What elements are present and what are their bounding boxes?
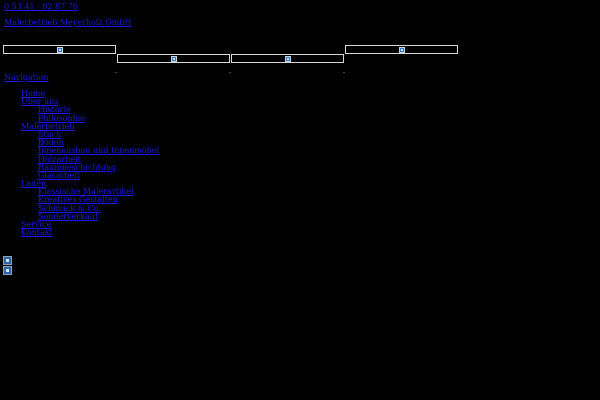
banner-frame-2 — [117, 54, 230, 63]
nav-link[interactable]: Klassische Malerartikel — [38, 187, 134, 197]
nav-item-laden: Laden — [21, 180, 159, 188]
nav-subitem-innenausbau: Innenausbau und Innenmöbel — [21, 147, 159, 155]
banner-frame-1 — [3, 45, 116, 54]
nav-link[interactable]: Schmuck & Co. — [38, 203, 101, 213]
company-link[interactable]: Malerbetrieb Meyerholz GmbH — [4, 18, 132, 27]
nav-link[interactable]: Historie — [38, 105, 71, 115]
nav-subitem-boeden: Böden — [21, 139, 159, 147]
nav-link[interactable]: Philosophie — [38, 113, 85, 123]
nav-link[interactable]: Sonderverkauf — [38, 211, 98, 221]
broken-image-icon — [171, 56, 177, 62]
nav-item-home: Home — [21, 90, 159, 98]
banner-frame-4 — [345, 45, 458, 54]
nav-link[interactable]: Service — [21, 220, 52, 229]
broken-image-icon[interactable] — [3, 256, 12, 265]
nav-item-kontakt: Kontakt — [21, 229, 159, 237]
separator-mark — [115, 72, 117, 73]
nav-item-malerbetrieb: Malerbetrieb — [21, 121, 159, 131]
nav-item-ueber-uns: Über uns — [21, 98, 159, 106]
nav-subitem-sonderverkauf: Sonderverkauf — [21, 211, 159, 221]
broken-image-icon[interactable] — [3, 266, 12, 275]
nav-link[interactable]: Laden — [21, 179, 47, 189]
separator-mark — [343, 72, 345, 73]
banner-frame-3 — [231, 54, 344, 63]
broken-image-icon — [57, 47, 63, 53]
nav-link[interactable]: Home — [21, 89, 46, 98]
nav-link[interactable]: Kreatives Gestalten — [38, 195, 118, 205]
nav-link[interactable]: Holzarbeit — [38, 154, 81, 164]
navigation-heading-link[interactable]: Navigation — [4, 73, 49, 82]
separator-mark — [229, 72, 231, 73]
nav-item-service: Service — [21, 221, 159, 229]
nav-link[interactable]: Böden — [38, 138, 64, 148]
broken-image-icon — [285, 56, 291, 62]
nav-link[interactable]: Glasarbeit — [38, 170, 81, 180]
nav-subitem-glasarbeit: Glasarbeit — [21, 170, 159, 180]
nav-link[interactable]: Malerbetrieb — [21, 121, 75, 131]
nav-link[interactable]: Stuck — [38, 129, 62, 139]
nav-link[interactable]: Kontakt — [21, 228, 53, 238]
broken-image-icon — [399, 47, 405, 53]
nav-subitem-raumbeschichtung: Raumbeschichtung — [21, 162, 159, 172]
nav-link[interactable]: Innenausbau und Innenmöbel — [38, 146, 160, 156]
nav-subitem-schmuck: Schmuck & Co. — [21, 203, 159, 213]
phone-link[interactable]: 0 53 41 - 82 87 76 — [4, 2, 78, 11]
nav-subitem-historie: Historie — [21, 106, 159, 114]
nav-subitem-holzarbeit: Holzarbeit — [21, 154, 159, 164]
nav-link[interactable]: Raumbeschichtung — [38, 162, 117, 172]
nav-subitem-kreatives-gestalten: Kreatives Gestalten — [21, 196, 159, 204]
nav-subitem-philosophie: Philosophie — [21, 113, 159, 123]
navigation-menu: Home Über uns Historie Philosophie Maler… — [21, 90, 159, 237]
nav-subitem-klassische-malerartikel: Klassische Malerartikel — [21, 188, 159, 196]
nav-subitem-stuck: Stuck — [21, 129, 159, 139]
nav-link[interactable]: Über uns — [21, 97, 59, 107]
